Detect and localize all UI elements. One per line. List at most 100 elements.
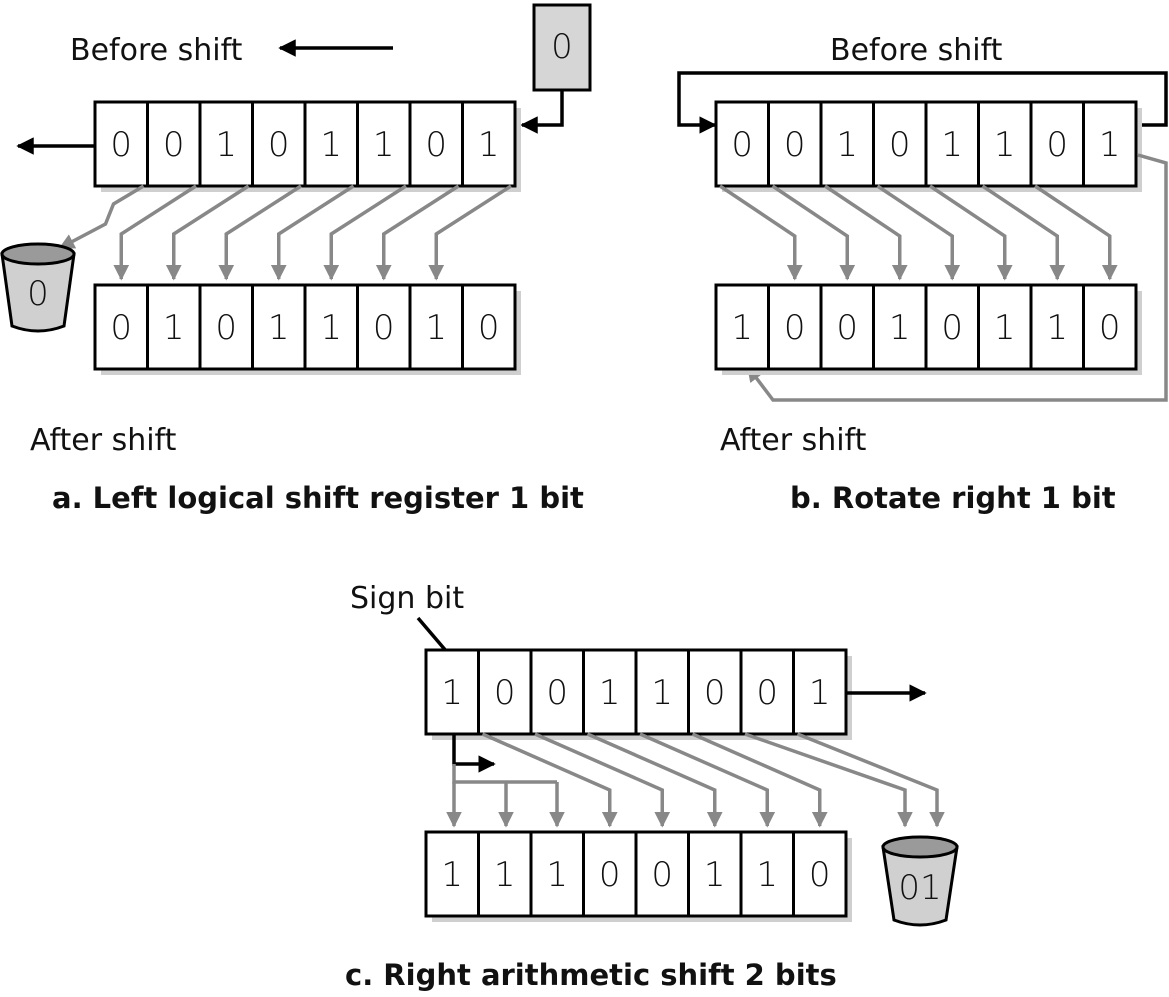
panel-a-after-bit: 0 — [215, 308, 237, 348]
panel-c-after-bit: 0 — [599, 855, 621, 895]
panel-c-shift-arrow — [481, 732, 618, 828]
panel-a-after-cell: 1 — [303, 283, 359, 371]
panel-c-after-cell: 1 — [529, 830, 585, 918]
panel-a-bucket-value: 0 — [27, 274, 49, 314]
panel-c-after-bit: 1 — [441, 855, 463, 895]
panel-c-after-bit: 0 — [651, 855, 673, 895]
panel-c-discard-arrow — [796, 732, 945, 828]
panel-a-after-cell: 0 — [356, 283, 412, 371]
panel-a-before-cell: 1 — [303, 100, 359, 188]
panel-b-before-bit: 1 — [941, 125, 963, 165]
panel-c-after-cell: 1 — [739, 830, 795, 918]
panel-a-after-label: After shift — [30, 423, 177, 458]
panel-c-after-cell: 1 — [424, 830, 480, 918]
panel-b-before-bit: 1 — [994, 125, 1016, 165]
panel-b-after-cell: 0 — [819, 283, 875, 371]
panel-a-after-cell: 1 — [251, 283, 307, 371]
panel-a-before-bit: 1 — [373, 125, 395, 165]
panel-a-before-bit: 1 — [320, 125, 342, 165]
panel-a-before-bit: 0 — [110, 125, 132, 165]
panel-c-before-bit: 0 — [704, 673, 726, 713]
panel-b-feedback-loop — [677, 71, 1168, 134]
panel-c-before-cell: 1 — [424, 648, 480, 736]
panel-a-after-bit: 0 — [373, 308, 395, 348]
panel-c-before-bit: 0 — [546, 673, 568, 713]
panel-c-sign-fan — [452, 764, 557, 784]
panel-a-before-bit: 1 — [215, 125, 237, 165]
panel-b-after-cell: 1 — [977, 283, 1033, 371]
panel-b-wrap-arrow — [746, 153, 1168, 402]
panel-a-before-cell: 0 — [93, 100, 149, 188]
panel-a-shift-arrows — [58, 184, 512, 281]
panel-b-shift-arrow — [771, 184, 856, 281]
panel-b-shift-arrow — [719, 184, 803, 281]
panel-b-after-bit: 1 — [1046, 308, 1068, 348]
panel-a-after-cell: 0 — [93, 283, 149, 371]
panel-b-before-bit: 1 — [1099, 125, 1121, 165]
panel-a-before-bit: 1 — [478, 125, 500, 165]
panel-b-after-bit: 1 — [994, 308, 1016, 348]
panel-c-sign-label: Sign bit — [350, 581, 464, 616]
panel-b-before-bit: 0 — [784, 125, 806, 165]
panel-b-before-cell: 0 — [767, 100, 823, 188]
panel-a-discard-arrow — [58, 184, 145, 250]
panel-a-after-cell: 0 — [198, 283, 254, 371]
panel-a-after-bit: 0 — [478, 308, 500, 348]
panel-a-bucket-icon — [0, 242, 76, 333]
panel-c-before-cell: 0 — [529, 648, 585, 736]
panel-b-before-label: Before shift — [830, 33, 1003, 68]
panel-b-after-cell: 0 — [924, 283, 980, 371]
panel-a-after-bit: 0 — [110, 308, 132, 348]
panel-c-shift-arrows — [481, 732, 945, 828]
panel-c-caption: c. Right arithmetic shift 2 bits — [345, 958, 837, 992]
panel-a-before-cell: 1 — [356, 100, 412, 188]
panel-c-shift-arrow — [639, 732, 776, 828]
panel-b-after-bit: 0 — [836, 308, 858, 348]
panel-b-shift-arrow — [1034, 184, 1118, 281]
panel-c-before-bit: 1 — [809, 673, 831, 713]
panel-a-shift-arrow — [270, 184, 355, 281]
panel-a-shift-arrow — [113, 184, 197, 281]
panel-c-after-cell: 0 — [792, 830, 848, 918]
panel-b-after-cell: 1 — [1029, 283, 1085, 371]
panel-a-after-bit: 1 — [163, 308, 185, 348]
panel-a-input-arrow — [520, 90, 564, 134]
panel-a-shift-arrow — [218, 184, 302, 281]
panel-b-before-cell: 1 — [977, 100, 1033, 188]
panel-c-shift-arrow — [586, 732, 723, 828]
panel-b-shift-arrow — [876, 184, 961, 281]
panel-a-caption: a. Left logical shift register 1 bit — [52, 481, 584, 515]
panel-c-sign-pointer — [416, 616, 449, 654]
panel-b-before-cell: 0 — [1029, 100, 1085, 188]
panel-b-after-bit: 0 — [784, 308, 806, 348]
panel-b-before-cell: 1 — [924, 100, 980, 188]
panel-a-shift-arrow — [165, 184, 250, 281]
panel-c-before-cell: 1 — [792, 648, 848, 736]
panel-c-after-cell: 0 — [634, 830, 690, 918]
panel-b-before-cell: 0 — [714, 100, 770, 188]
panel-b-after-label: After shift — [720, 423, 867, 458]
panel-c-after-cell: 0 — [582, 830, 638, 918]
panel-c-before-cell: 1 — [582, 648, 638, 736]
panel-b-after-bit: 1 — [889, 308, 911, 348]
panel-b-after-cell: 1 — [714, 283, 770, 371]
panel-a-after-bit: 1 — [320, 308, 342, 348]
panel-b-after-bit: 0 — [1099, 308, 1121, 348]
panel-b-shift-arrows — [719, 184, 1118, 281]
panel-c-bucket-icon — [881, 835, 959, 927]
panel-c-before-cell: 0 — [477, 648, 533, 736]
panel-c-after-cell: 1 — [477, 830, 533, 918]
panel-c-after-bit: 1 — [494, 855, 516, 895]
panel-a-shift-arrow — [375, 184, 460, 281]
panel-b-caption: b. Rotate right 1 bit — [790, 481, 1116, 515]
panel-b-before-cell: 0 — [872, 100, 928, 188]
panel-a-after-bit: 1 — [425, 308, 447, 348]
panel-c-before-bit: 1 — [651, 673, 673, 713]
